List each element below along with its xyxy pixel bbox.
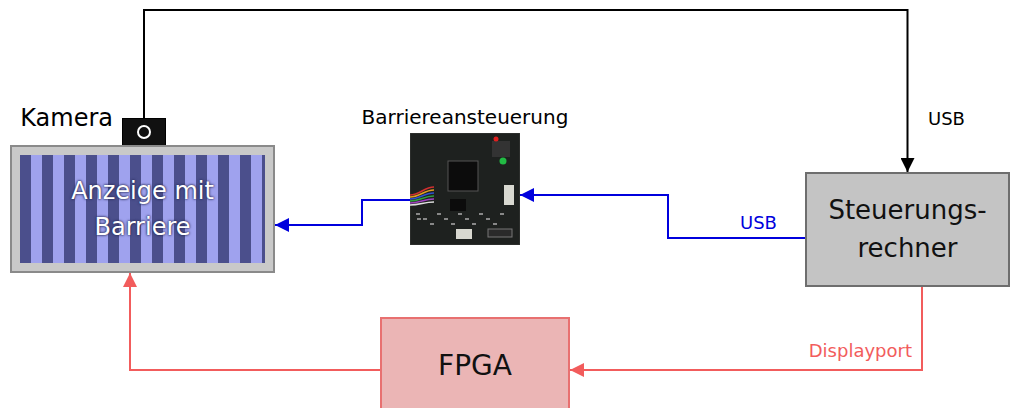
connector — [275, 200, 410, 225]
barrier-stripes — [20, 155, 265, 263]
camera-icon — [122, 118, 166, 146]
connector — [570, 287, 922, 370]
node-label: FPGA — [382, 349, 568, 382]
connector — [520, 195, 805, 238]
edge-label: USB — [926, 108, 967, 130]
connector — [130, 273, 380, 370]
node-label: Kamera — [20, 104, 113, 132]
edge-label: Displayport — [807, 340, 914, 362]
node-label: Steuerungs- rechner — [813, 192, 1003, 267]
circuit-board — [410, 133, 520, 245]
edge-label: USB — [738, 212, 779, 234]
board-node: Barriereansteuerung — [410, 133, 520, 245]
node-label: Barriereansteuerung — [362, 105, 569, 129]
fpga-node: FPGA — [380, 317, 570, 408]
display-node: Anzeige mit Barriere — [10, 145, 275, 273]
computer-node: Steuerungs- rechner — [805, 172, 1010, 287]
camera-node: Kamera — [122, 118, 166, 146]
node-label: Anzeige mit Barriere — [33, 173, 253, 245]
